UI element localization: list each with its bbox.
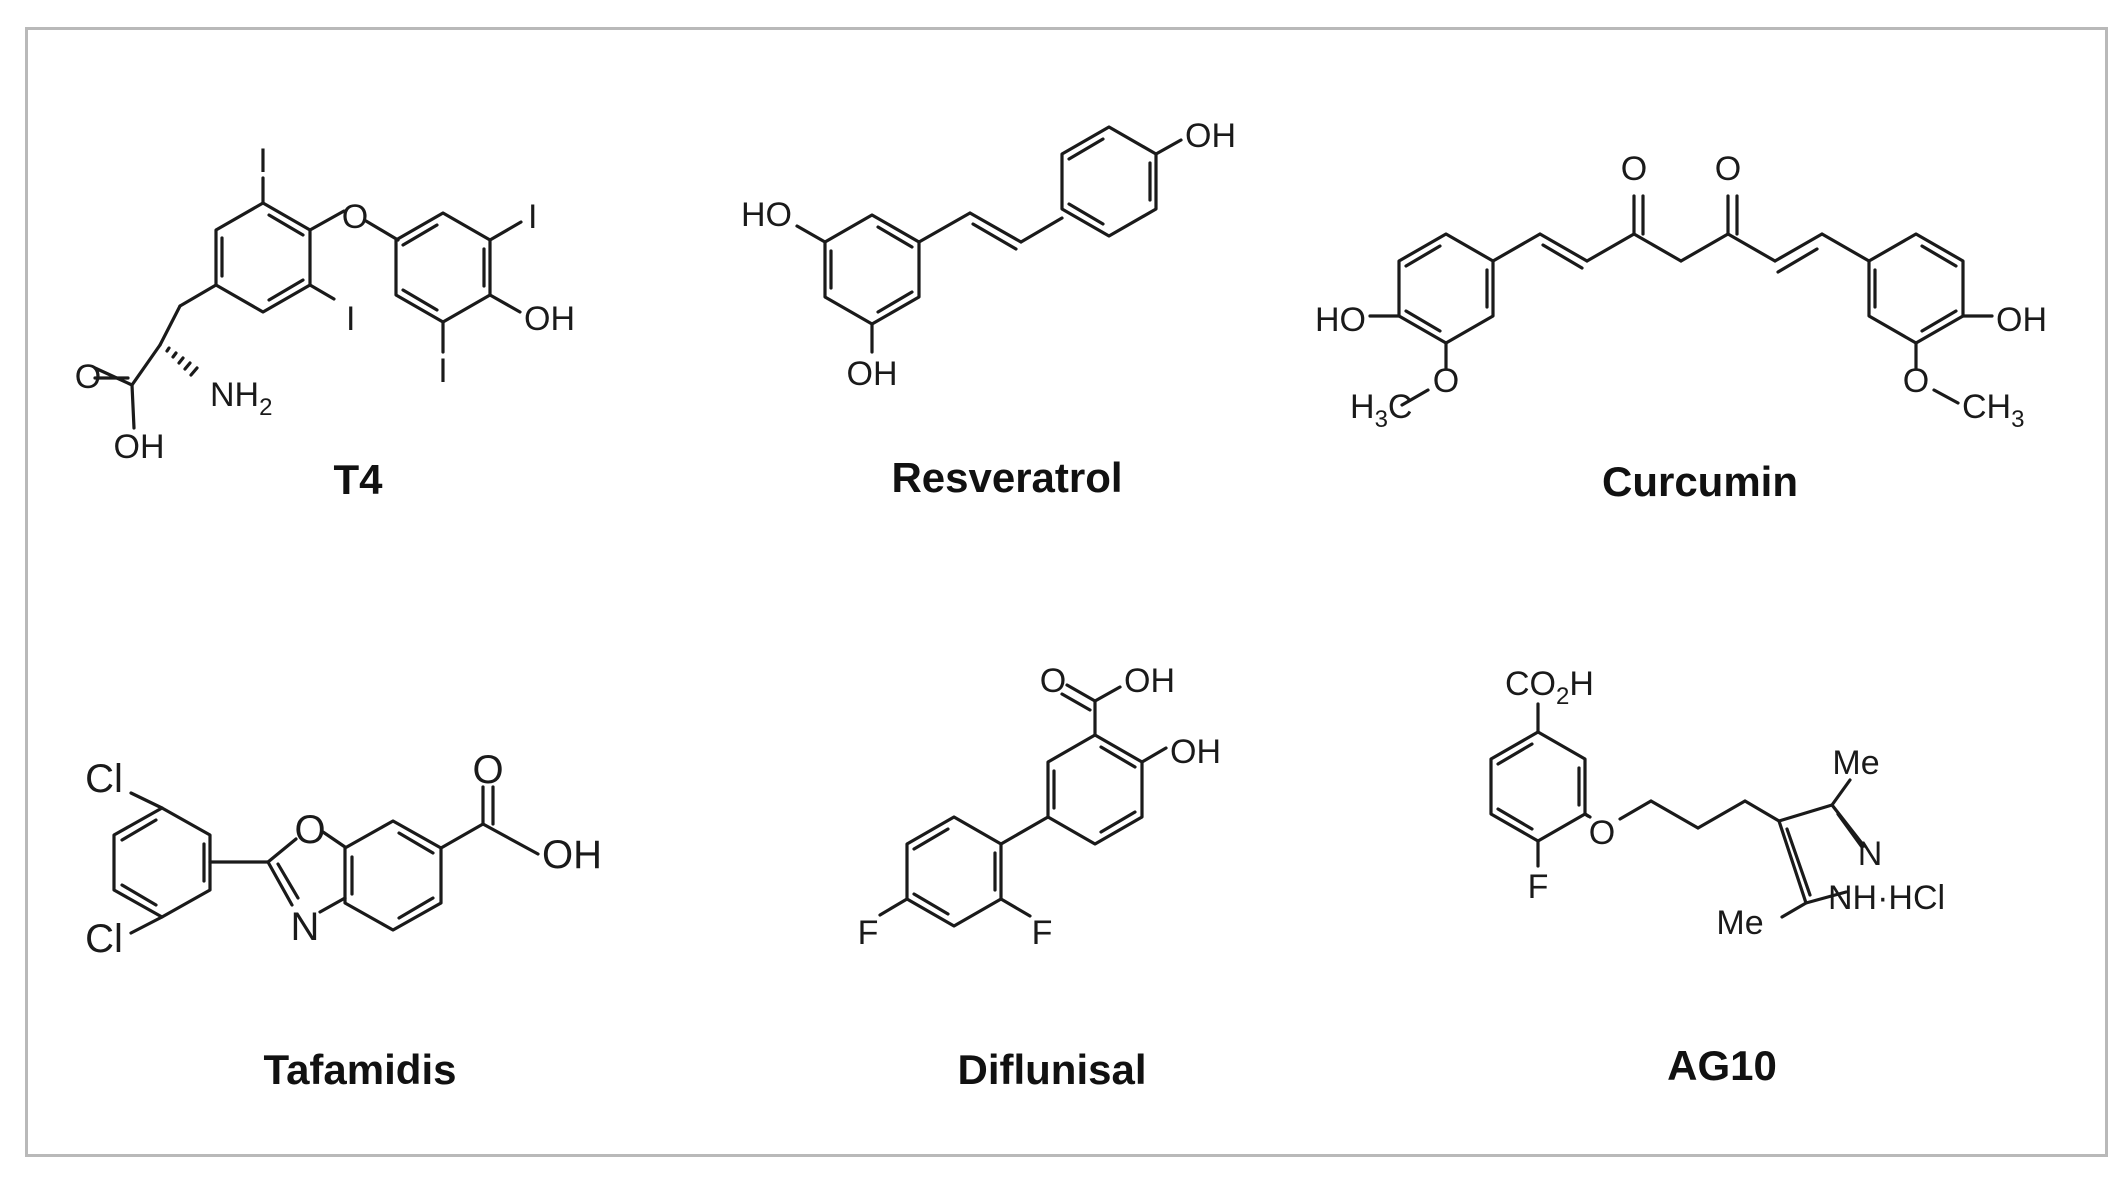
structure-diflunisal: O OH OH F F: [858, 662, 1221, 952]
atom-label: H: [1350, 388, 1375, 426]
structure-ag10: CO2H O F Me N NH·HCl Me: [1489, 665, 1945, 942]
atom-label: OH: [847, 355, 898, 393]
atom-label: H: [1569, 665, 1594, 703]
atom-label: CO2H: [1505, 665, 1594, 710]
atom-label: Me: [1832, 744, 1879, 782]
subscript: 2: [1556, 683, 1569, 710]
atom-label: OH: [1170, 733, 1221, 771]
atom-label: CH3: [1962, 388, 2024, 433]
atom-label: ·HCl: [1877, 879, 1945, 917]
atom-label: N: [1858, 835, 1883, 873]
atom-label: OH: [1996, 301, 2047, 339]
atom-label: O: [1589, 814, 1615, 852]
atom-label: H3C: [1350, 388, 1412, 433]
atom-label: Cl: [85, 917, 123, 961]
atom-label: CH: [1962, 388, 2011, 426]
atom-label: F: [1528, 868, 1549, 906]
figure-frame: [25, 27, 2108, 1157]
atom-label: N: [291, 905, 320, 949]
atom-label: OH: [524, 300, 575, 338]
compound-name-t4: T4: [333, 456, 383, 503]
atom-label: O: [1040, 662, 1066, 700]
atom-label: Cl: [85, 757, 123, 801]
structure-tafamidis: Cl Cl O N O OH: [85, 748, 602, 961]
compound-name-tafamidis: Tafamidis: [264, 1046, 457, 1093]
subscript: 3: [2011, 406, 2024, 433]
atom-label: F: [1032, 914, 1053, 952]
atom-label: O: [1433, 362, 1459, 400]
atom-label: O: [472, 748, 503, 792]
compound-name-ag10: AG10: [1667, 1042, 1777, 1089]
atom-label: F: [858, 914, 879, 952]
atom-label: CO: [1505, 665, 1556, 703]
structure-curcumin: HO O H3C O O OH O CH3: [1315, 150, 2047, 433]
atom-label: NH·HCl: [1828, 879, 1945, 917]
atom-label: OH: [114, 428, 165, 466]
compound-name-diflunisal: Diflunisal: [957, 1046, 1146, 1093]
atom-label: Me: [1716, 904, 1763, 942]
atom-label: HO: [1315, 301, 1366, 339]
atom-label: HO: [741, 196, 792, 234]
atom-label: O: [342, 198, 368, 236]
atom-label: OH: [542, 833, 602, 877]
subscript: 2: [259, 394, 272, 421]
atom-label: O: [1621, 150, 1647, 188]
atom-label: O: [75, 358, 101, 396]
atom-label: OH: [1124, 662, 1175, 700]
compound-name-resveratrol: Resveratrol: [891, 454, 1122, 501]
atom-label: I: [346, 300, 355, 338]
atom-label: I: [258, 142, 267, 180]
structure-t4: I O I I OH I O NH2 OH: [75, 142, 575, 466]
atom-label: NH2: [210, 376, 272, 421]
atom-label: O: [294, 808, 325, 852]
atom-label: NH: [210, 376, 259, 414]
atom-label: O: [1903, 362, 1929, 400]
compound-name-curcumin: Curcumin: [1602, 458, 1798, 505]
atom-label: O: [1715, 150, 1741, 188]
structure-resveratrol: HO OH OH: [741, 117, 1236, 393]
atom-label: I: [438, 352, 447, 390]
atom-label: I: [528, 198, 537, 236]
atom-label: OH: [1185, 117, 1236, 155]
atom-label: C: [1388, 388, 1413, 426]
atom-label: NH: [1828, 879, 1877, 917]
subscript: 3: [1375, 406, 1388, 433]
